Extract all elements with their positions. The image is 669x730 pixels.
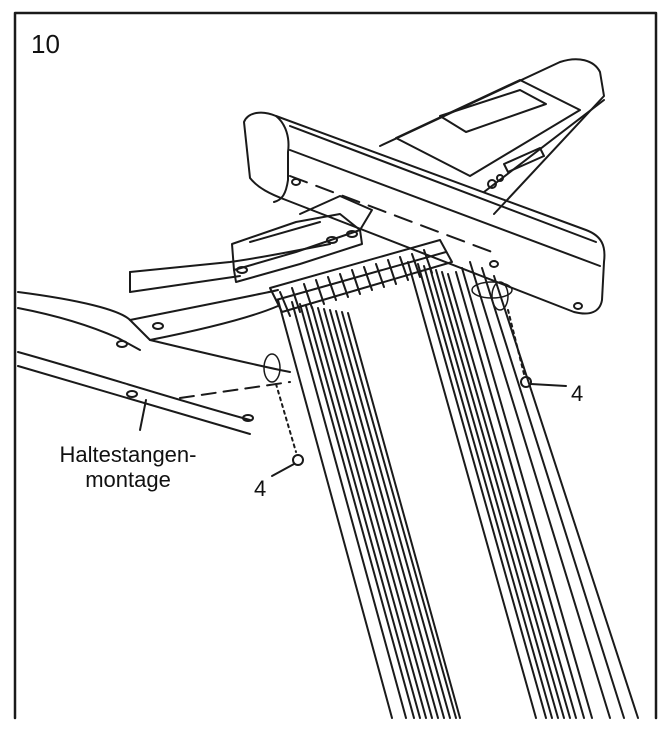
screw-callout-right: 4: [571, 381, 584, 406]
left-screw-assembly: [263, 353, 304, 477]
frame-border: [13, 11, 658, 720]
part-label-leader: [139, 399, 147, 431]
screw-callout-left: 4: [254, 476, 267, 501]
right-screw-assembly: [491, 281, 567, 388]
right-upright: [407, 261, 639, 719]
console-arm: [243, 111, 606, 315]
part-name-line2: montage: [85, 467, 171, 493]
part-name-line1: Haltestangen-: [59, 442, 197, 467]
left-upright: [277, 299, 461, 719]
upright-crossbar: [269, 239, 453, 317]
step-number: 10: [31, 29, 60, 59]
console-head: [379, 58, 605, 215]
handrail-assembly: [17, 243, 331, 435]
handrail-assembly-label: Haltestangen- montage: [18, 442, 238, 493]
mounting-bracket: [231, 195, 373, 283]
